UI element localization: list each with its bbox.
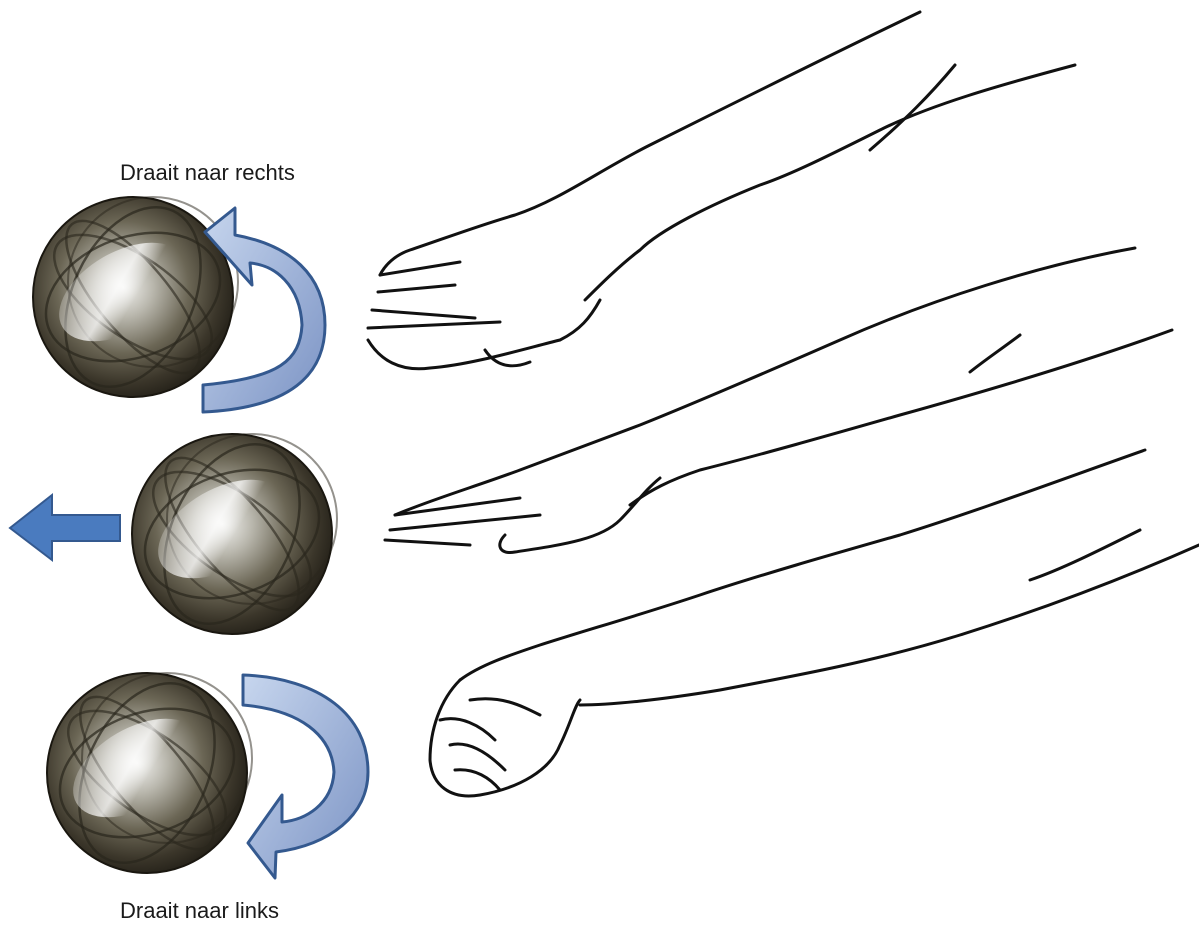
- sketch-arm-middle: [385, 248, 1172, 553]
- ball-middle: [127, 423, 337, 646]
- curved-arrow-bottom-icon: [243, 675, 368, 878]
- arrow-left-icon: [10, 495, 120, 560]
- ball-bottom: [42, 662, 252, 885]
- sketch-arm-top: [368, 12, 1075, 369]
- sketch-arm-bottom: [430, 450, 1199, 796]
- ball-top: [28, 186, 238, 409]
